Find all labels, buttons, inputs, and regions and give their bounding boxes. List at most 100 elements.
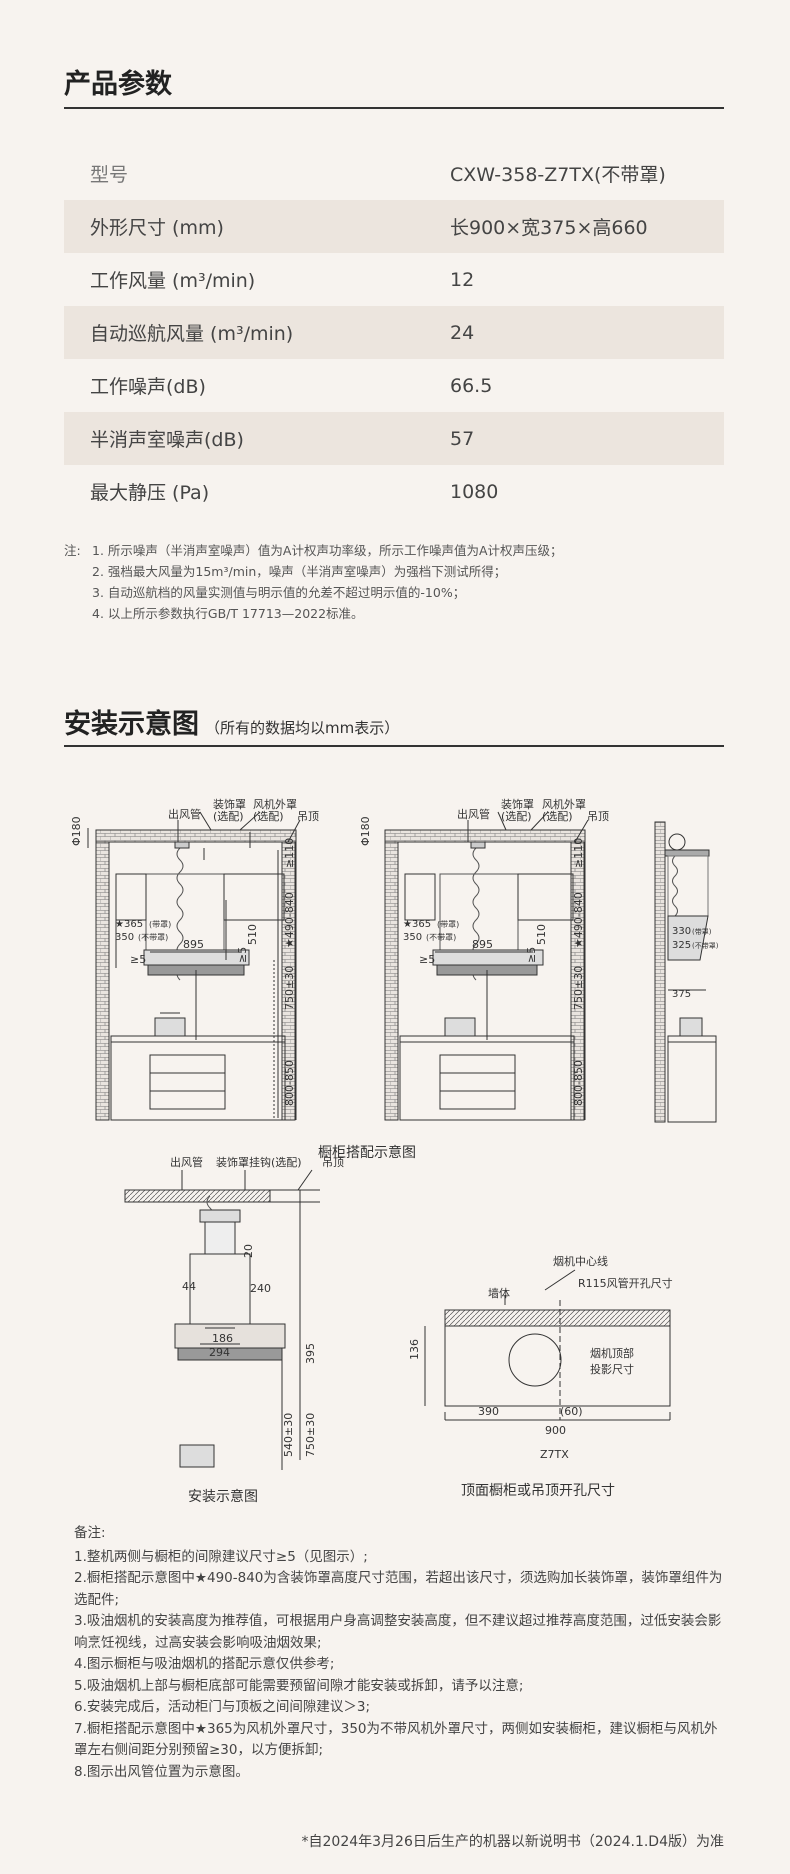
- dim-d110: ≥110: [283, 838, 296, 868]
- spec-value: 12: [450, 268, 475, 291]
- dim-d800: 800-850: [283, 1060, 296, 1106]
- install-subtitle: （所有的数据均以mm表示）: [205, 719, 400, 737]
- dim-d110-b: ≥110: [572, 838, 585, 868]
- dim-d330: 330: [672, 926, 691, 937]
- spec-row: 半消声室噪声(dB) 57: [64, 412, 724, 465]
- dim-d365: ★365: [115, 919, 143, 930]
- spec-row: 型号 CXW-358-Z7TX(不带罩): [64, 147, 724, 200]
- spec-label: 半消声室噪声(dB): [90, 429, 244, 451]
- dim-d390: 390: [478, 1405, 499, 1418]
- dim-d540: 540±30: [282, 1413, 295, 1457]
- remark-item: 5.吸油烟机上部与橱柜底部可能需要预留间隙才能安装或拆卸，请予以注意;: [74, 1677, 524, 1694]
- dim-d180: Φ180: [70, 816, 83, 846]
- installation-drawings: Φ180 出风管 装饰罩 (选配) 风机外罩 (选配) 吊顶 ≥110 ★490…: [70, 797, 719, 1470]
- label-wall: 墙体: [488, 1286, 510, 1300]
- remarks: 备注: 1.整机两侧与橱柜的间隙建议尺寸≥5（见图示）; 2.橱柜搭配示意图中★…: [74, 1523, 724, 1783]
- spec-row: 工作风量 (m³/min) 12: [64, 253, 724, 306]
- spec-row: 自动巡航风量 (m³/min) 24: [64, 306, 724, 359]
- label-outlet: 出风管: [168, 807, 201, 821]
- dim-d136: 136: [408, 1339, 421, 1360]
- label-fan-cover-b: 风机外罩: [542, 797, 586, 811]
- dim-d895-b: 895: [472, 938, 493, 951]
- spec-value: 57: [450, 427, 475, 450]
- dim-d240: 240: [250, 1282, 271, 1295]
- spec-label: 工作风量 (m³/min): [90, 270, 256, 292]
- footer-note: *自2024年3月26日后生产的机器以新说明书（2024.1.D4版）为准: [301, 1834, 724, 1850]
- dim-d350s: (不带罩): [138, 933, 168, 942]
- dim-d800-b: 800-850: [572, 1060, 585, 1106]
- spec-row: 最大静压 (Pa) 1080: [64, 465, 724, 518]
- dim-d490: ★490-840: [283, 892, 296, 948]
- label-ceiling-b: 吊顶: [587, 810, 609, 823]
- label-fan-cover-opt: (选配): [253, 810, 284, 823]
- dim-d750: 750±30: [283, 966, 296, 1010]
- spec-row: 工作噪声(dB)66.5: [64, 359, 724, 412]
- label-r115: R115风管开孔尺寸: [578, 1276, 673, 1290]
- dim-d750-d: 750±30: [304, 1413, 317, 1457]
- remarks-title: 备注:: [74, 1525, 106, 1541]
- note-item: 2. 强档最大风量为15m³/min，噪声（半消声室噪声）为强档下测试所得；: [92, 564, 507, 579]
- install-drawing: [124, 1169, 320, 1470]
- label-projection1: 烟机顶部: [590, 1346, 634, 1360]
- dim-d294: 294: [209, 1346, 230, 1359]
- remark-item: 7.橱柜搭配示意图中★365为风机外罩尺寸，350为不带风机外罩尺寸，两侧如安装…: [74, 1720, 718, 1759]
- spec-value: 24: [450, 321, 475, 344]
- note-item: 1. 所示噪声（半消声室噪声）值为A计权声功率级，所示工作噪声值为A计权声压级；: [92, 543, 563, 558]
- dim-d186: 186: [212, 1332, 233, 1345]
- label-fan-cover-opt-b: (选配): [542, 810, 573, 823]
- hole-drawing: [424, 1269, 671, 1421]
- remark-item: 6.安装完成后，活动柜门与顶板之间间隙建议＞3;: [74, 1699, 371, 1715]
- params-notes: 注: 1. 所示噪声（半消声室噪声）值为A计权声功率级，所示工作噪声值为A计权声…: [64, 540, 563, 624]
- hole-caption: 顶面橱柜或吊顶开孔尺寸: [461, 1483, 615, 1499]
- spec-label: 工作噪声(dB): [90, 376, 206, 398]
- label-cover-opt-b: (选配): [501, 810, 532, 823]
- label-cover-b: 装饰罩: [501, 797, 534, 811]
- dim-d44: 44: [182, 1280, 196, 1293]
- remark-item: 8.图示出风管位置为示意图。: [74, 1763, 249, 1780]
- dim-d365s-b: (带罩): [437, 920, 459, 929]
- spec-label: 自动巡航风量 (m³/min): [90, 323, 294, 345]
- dim-d330s: (带罩): [692, 928, 712, 936]
- dim-d180-b: Φ180: [359, 816, 372, 846]
- dim-d375: 375: [672, 989, 691, 1000]
- dim-d510: 510: [246, 924, 259, 945]
- dim-d365s: (带罩): [149, 920, 171, 929]
- label-model: Z7TX: [540, 1448, 569, 1461]
- label-outlet-d: 出风管: [170, 1155, 203, 1169]
- cabinet-drawing-a: [87, 811, 301, 1121]
- label-center: 烟机中心线: [553, 1254, 608, 1268]
- install-rule: [64, 745, 724, 747]
- remark-item: 3.吸油烟机的安装高度为推荐值，可根据用户身高调整安装高度，但不建议超过推荐高度…: [74, 1613, 722, 1651]
- spec-value: CXW-358-Z7TX(不带罩): [450, 164, 666, 186]
- remark-item: 4.图示橱柜与吸油烟机的搭配示意仅供参考;: [74, 1656, 335, 1672]
- label-ceiling-d: 吊顶: [322, 1156, 344, 1169]
- dim-ge5-b: ≥5: [419, 953, 435, 966]
- spec-value: 1080: [450, 480, 499, 503]
- label-cover-hook: 装饰罩挂钩(选配): [216, 1155, 302, 1169]
- cabinet-drawing-b: [384, 811, 589, 1121]
- dim-d510-b: 510: [535, 924, 548, 945]
- cabinet-drawing-side: [654, 821, 717, 1123]
- remark-item: 1.整机两侧与橱柜的间隙建议尺寸≥5（见图示）;: [74, 1548, 368, 1565]
- spec-label: 最大静压 (Pa): [90, 482, 210, 504]
- dim-d350-b: 350: [403, 932, 422, 943]
- label-outlet-b: 出风管: [457, 807, 490, 821]
- label-ceiling: 吊顶: [297, 810, 319, 823]
- dim-d395: 395: [304, 1343, 317, 1364]
- dim-d750-b: 750±30: [572, 966, 585, 1010]
- spec-label: 型号: [90, 164, 129, 186]
- install-title-text: 安装示意图: [64, 709, 199, 740]
- params-rule: [64, 107, 724, 109]
- dim-d365-b: ★365: [403, 919, 431, 930]
- dim-d60: (60): [560, 1405, 583, 1418]
- cabinet-caption: 橱柜搭配示意图: [318, 1145, 416, 1161]
- note-item: 4. 以上所示参数执行GB/T 17713—2022标准。: [92, 606, 364, 621]
- dim-ge5-right: ≥5: [236, 947, 249, 963]
- spec-value: 长900×宽375×高660: [450, 217, 648, 239]
- dim-d490-b: ★490-840: [572, 892, 585, 948]
- dim-ge5-b-right: ≥5: [525, 947, 538, 963]
- notes-label: 注:: [64, 543, 81, 558]
- dim-d325: 325: [672, 940, 691, 951]
